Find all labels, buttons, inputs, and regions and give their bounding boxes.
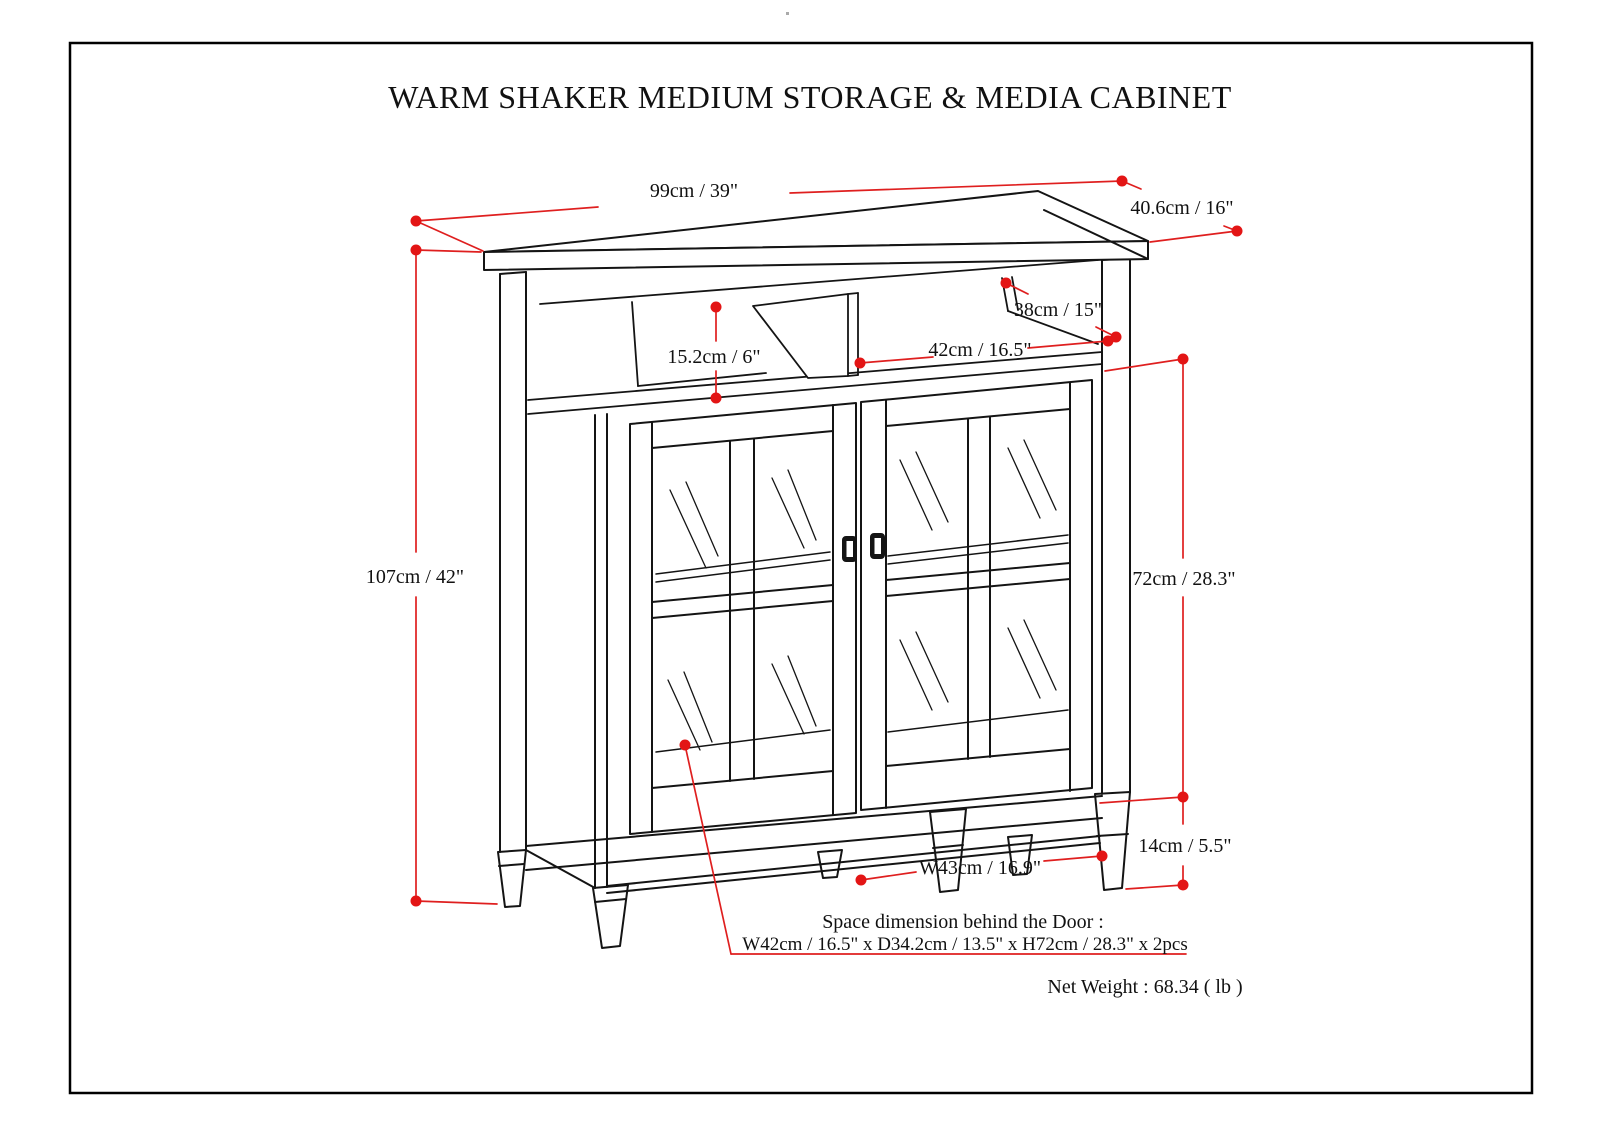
dim-label-width: 99cm / 39" — [650, 180, 738, 202]
artifact-dot — [786, 12, 789, 15]
top-board — [483, 190, 1149, 271]
base-width-dim-line — [860, 871, 917, 881]
dim-label-cubby-depth: 38cm / 15" — [1014, 299, 1102, 321]
left-side-front-edge — [594, 413, 608, 889]
cubby-divider — [752, 293, 849, 379]
door-space-note-title: Space dimension behind the Door : — [822, 911, 1104, 933]
top-cubby-section — [527, 259, 1103, 415]
dim-label-leg-height: 14cm / 5.5" — [1138, 835, 1231, 857]
back-center-foot — [817, 849, 843, 879]
back-left-leg — [497, 849, 527, 908]
dim-label-height: 107cm / 42" — [366, 566, 464, 588]
dim-label-cubby-height: 15.2cm / 6" — [667, 346, 760, 368]
page-title: WARM SHAKER MEDIUM STORAGE & MEDIA CABIN… — [388, 79, 1232, 115]
dim-label-cubby-width: 42cm / 16.5" — [928, 339, 1031, 361]
cabinet-drawing — [483, 190, 1149, 949]
right-door — [860, 379, 1093, 811]
cubby-width-dim-line — [859, 356, 934, 364]
door-space-leader-line — [684, 744, 732, 955]
dim-label-door-height: 72cm / 28.3" — [1132, 568, 1235, 590]
net-weight-label: Net Weight : 68.34 ( lb ) — [1047, 976, 1242, 998]
front-right-leg — [1094, 791, 1131, 891]
front-left-leg — [592, 884, 629, 949]
door-handles — [842, 533, 885, 562]
dimension-dots — [410, 175, 1243, 907]
dim-label-depth: 40.6cm / 16" — [1130, 197, 1233, 219]
left-post — [499, 271, 527, 853]
door-space-note-value: W42cm / 16.5" x D34.2cm / 13.5" x H72cm … — [742, 934, 1187, 955]
door-height-dim-line — [1104, 358, 1184, 372]
back-right-foot — [1007, 834, 1033, 876]
glass-reflections — [667, 439, 1057, 751]
width-dim-line — [415, 206, 599, 222]
dim-label-base-width: W43cm / 16.9" — [919, 857, 1041, 879]
height-dim-line — [415, 249, 482, 253]
bottom-rails — [525, 795, 1103, 894]
drawing-border — [68, 41, 1534, 1095]
dimension-lines — [415, 180, 1238, 955]
left-door — [629, 402, 857, 835]
front-center-leg — [929, 808, 967, 893]
